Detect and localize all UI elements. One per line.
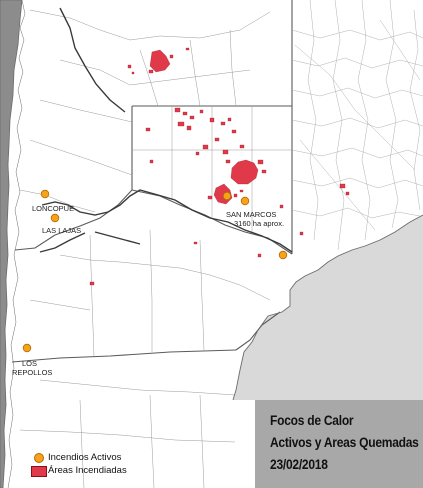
burned-area — [222, 149, 229, 155]
burned-area — [233, 193, 238, 198]
province-borders — [11, 0, 293, 363]
burned-area — [169, 54, 174, 59]
title-line-2: Activos y Areas Quemadas — [270, 434, 419, 450]
burned-area — [220, 121, 226, 126]
burned-area — [231, 129, 237, 134]
active-fire — [50, 213, 60, 223]
burned-area — [261, 169, 267, 174]
title-panel — [255, 400, 423, 488]
burned-area — [185, 47, 190, 51]
burned-area — [230, 159, 259, 185]
title-line-1: Focos de Calor — [270, 412, 354, 428]
burned-area — [149, 159, 154, 164]
atlantic-coastline — [232, 214, 423, 401]
department-borders — [19, 9, 292, 488]
burned-area — [89, 281, 95, 286]
burned-area — [202, 144, 209, 150]
burned-area — [174, 107, 181, 113]
label-las-lajas: LAS LAJAS — [42, 226, 82, 235]
burned-area — [257, 253, 262, 258]
burned-area — [239, 189, 244, 193]
burned-swatch-icon — [31, 466, 47, 477]
burned-area — [127, 64, 132, 69]
ocean-east — [233, 215, 423, 400]
burned-area — [257, 159, 264, 165]
label-los-repollos-2: REPOLLOS — [12, 368, 53, 377]
burned-area — [199, 109, 204, 114]
burned-area — [345, 191, 350, 196]
burned-area — [209, 117, 215, 123]
burned-area — [148, 69, 154, 74]
burned-area — [131, 71, 135, 75]
burned-area — [207, 195, 213, 200]
label-loncopue: LONCOPUE — [32, 204, 75, 213]
burned-area — [279, 204, 284, 209]
label-los-repollos-1: LOS — [22, 359, 38, 368]
burned-area — [145, 127, 151, 132]
rivers — [39, 7, 293, 253]
active-fire — [22, 343, 32, 353]
label-san-marcos-area: 3160 ha aprox. — [234, 219, 285, 228]
label-san-marcos: SAN MARCOS — [226, 210, 277, 219]
burned-area — [182, 111, 188, 116]
burned-area — [339, 183, 346, 189]
burned-area — [214, 137, 220, 142]
burned-area — [195, 151, 200, 156]
active-fires — [22, 189, 288, 353]
burned-area — [189, 115, 195, 120]
burned-area — [177, 121, 185, 127]
fire-dot-icon — [34, 453, 44, 463]
chile-coast-detail — [7, 0, 26, 488]
burned-area — [186, 125, 192, 131]
legend-burned-areas-label: Áreas Incendiadas — [48, 465, 127, 476]
active-fire — [222, 191, 232, 201]
burned-area — [239, 144, 245, 149]
active-fire — [278, 250, 288, 260]
active-fire — [240, 196, 250, 206]
title-line-3: 23/02/2018 — [270, 456, 328, 472]
burned-area — [227, 117, 232, 122]
burned-area — [225, 159, 231, 164]
active-fire — [40, 189, 50, 199]
legend-active-fires-label: Incendios Activos — [48, 452, 122, 463]
buenos-aires-partidos — [291, 0, 423, 251]
burned-area — [193, 241, 198, 245]
chile-territory — [0, 0, 23, 488]
burned-area — [299, 231, 304, 236]
burned-area — [149, 49, 171, 73]
